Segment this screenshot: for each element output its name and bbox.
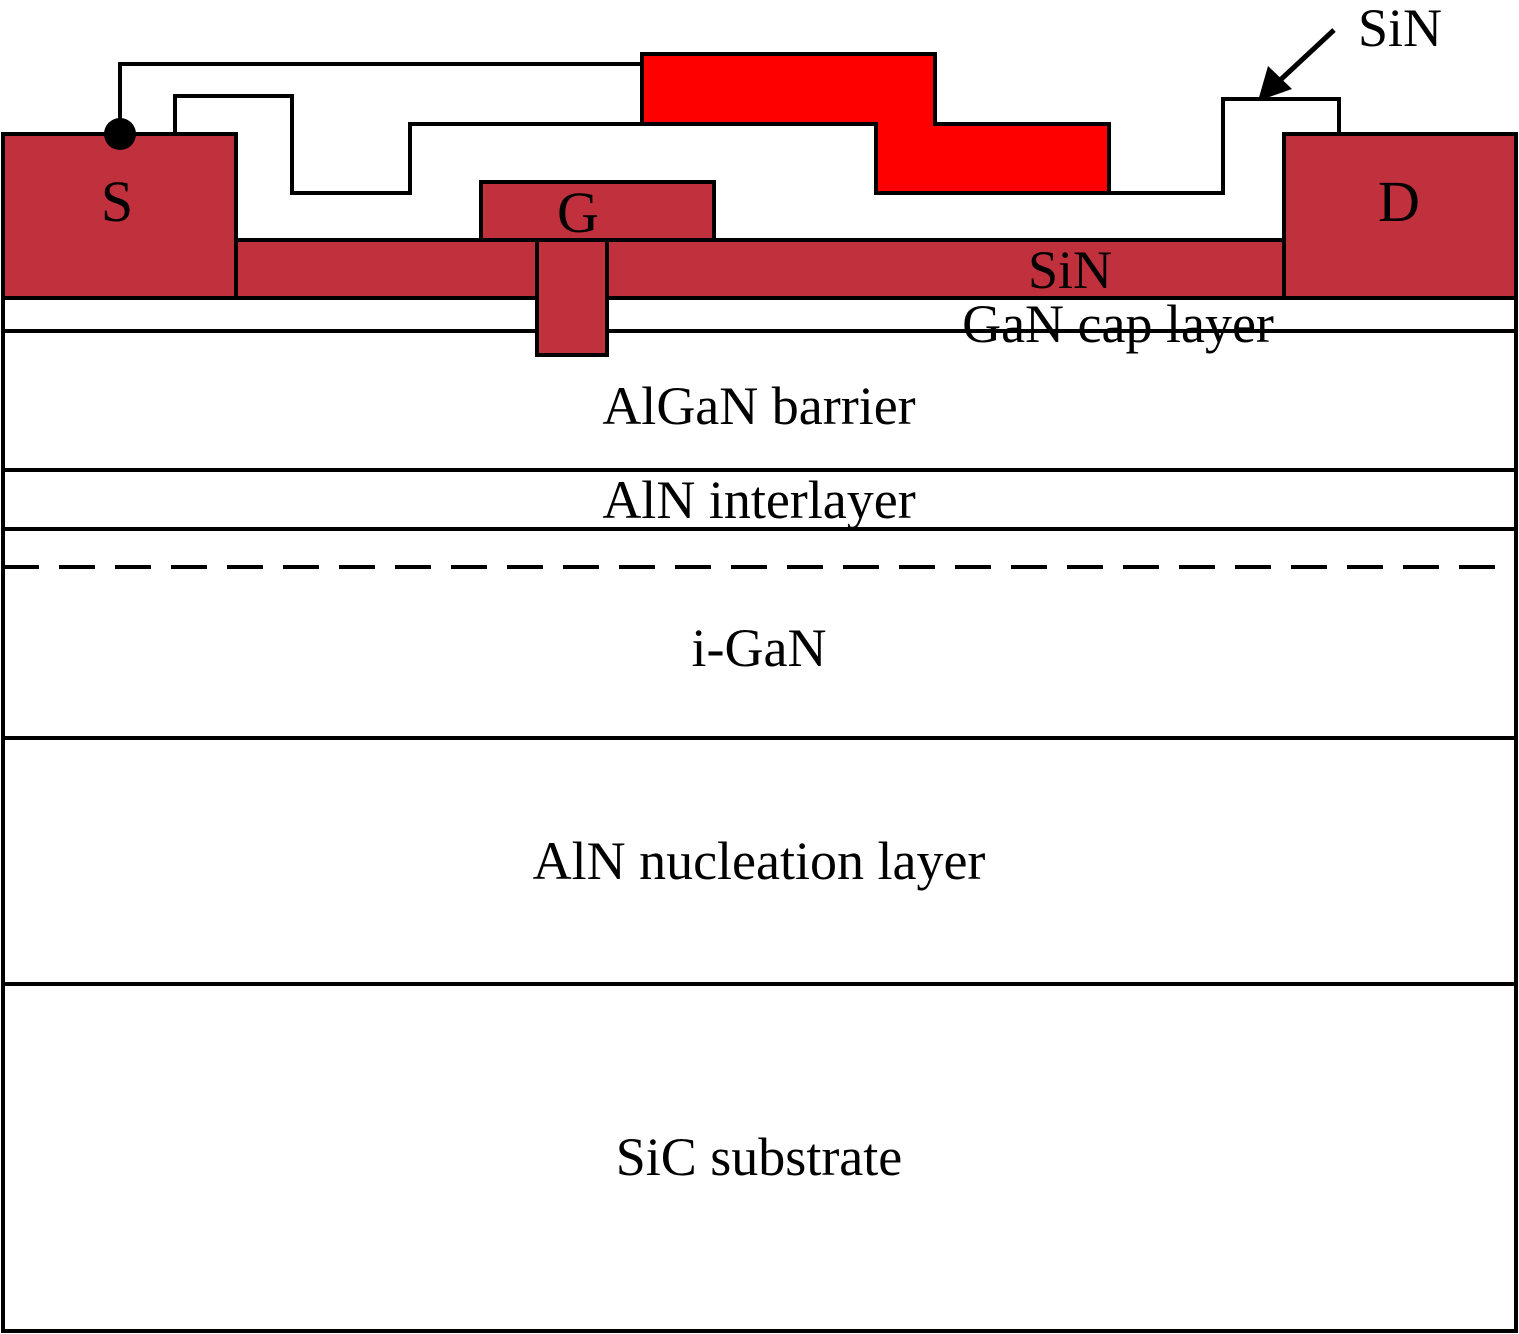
sin-thin-label: SiN <box>1028 240 1112 300</box>
sin-pointer-arrow-shaft <box>1274 28 1336 86</box>
drain-electrode <box>1282 132 1518 300</box>
sin-passivation-right <box>1109 97 1341 195</box>
sic-substrate-label: SiC substrate <box>616 1127 903 1187</box>
algan-barrier-label: AlGaN barrier <box>602 376 915 436</box>
aln-interlayer-label: AlN interlayer <box>602 470 915 530</box>
drain-label: D <box>1378 169 1420 234</box>
field-plate <box>640 52 1111 195</box>
gan-cap-label: GaN cap layer <box>962 294 1274 354</box>
aln-nucleation-label: AlN nucleation layer <box>533 831 986 891</box>
source-electrode <box>1 132 238 300</box>
gate-label: G <box>557 180 599 245</box>
gate-head <box>479 180 716 242</box>
sin-pointer-arrow-head <box>1258 66 1292 101</box>
source-label: S <box>101 169 133 234</box>
source-contact-dot <box>104 118 136 150</box>
sin-passivation-layer <box>118 62 644 195</box>
sin-thin-layer <box>234 238 1286 300</box>
sin-passivation-label: SiN <box>1358 0 1442 58</box>
gate-foot <box>535 238 609 357</box>
i-gan-label: i-GaN <box>692 618 827 678</box>
